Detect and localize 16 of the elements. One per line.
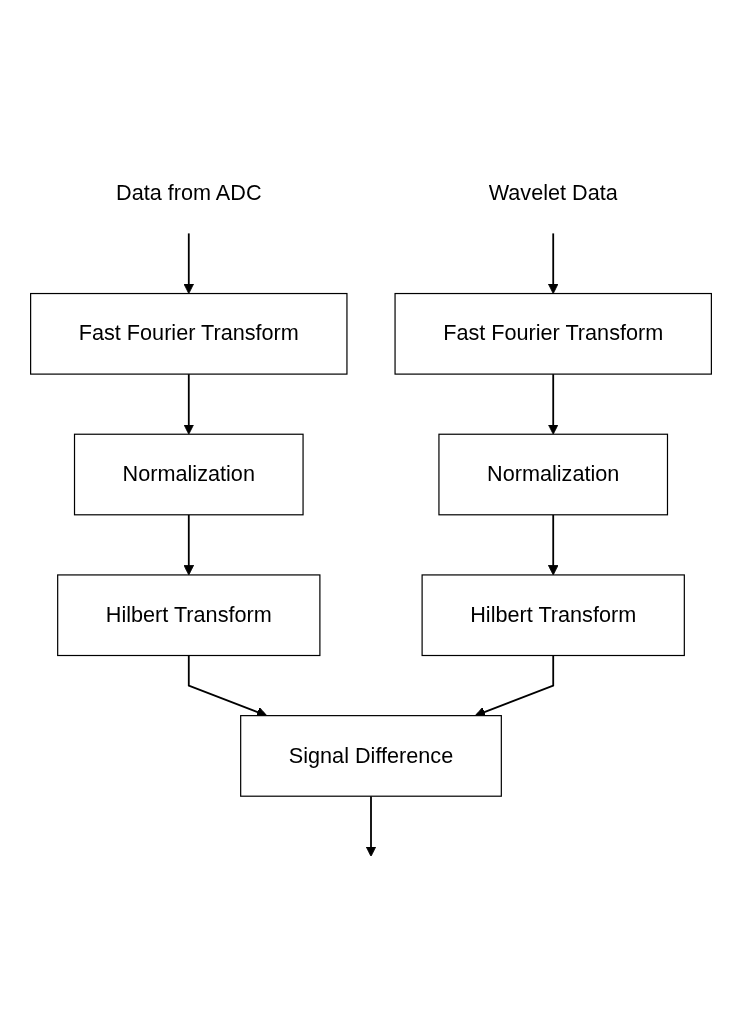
node-box: Fast Fourier Transform: [394, 292, 712, 375]
arrow: [183, 232, 195, 294]
node-text: Wavelet Data: [488, 180, 618, 205]
arrow: [547, 513, 559, 576]
node-box: Hilbert Transform: [57, 574, 321, 657]
arrow: [547, 373, 559, 435]
arrow: [547, 232, 559, 294]
node-text: Data from ADC: [116, 180, 262, 205]
node-box: Fast Fourier Transform: [30, 292, 348, 375]
node-box: Signal Difference: [240, 715, 502, 797]
arrow: [183, 373, 195, 435]
node-box: Hilbert Transform: [421, 574, 685, 657]
node-box: Normalization: [438, 433, 669, 516]
node-box: Normalization: [73, 433, 304, 516]
arrow: [365, 795, 377, 857]
arrow: [183, 513, 195, 576]
